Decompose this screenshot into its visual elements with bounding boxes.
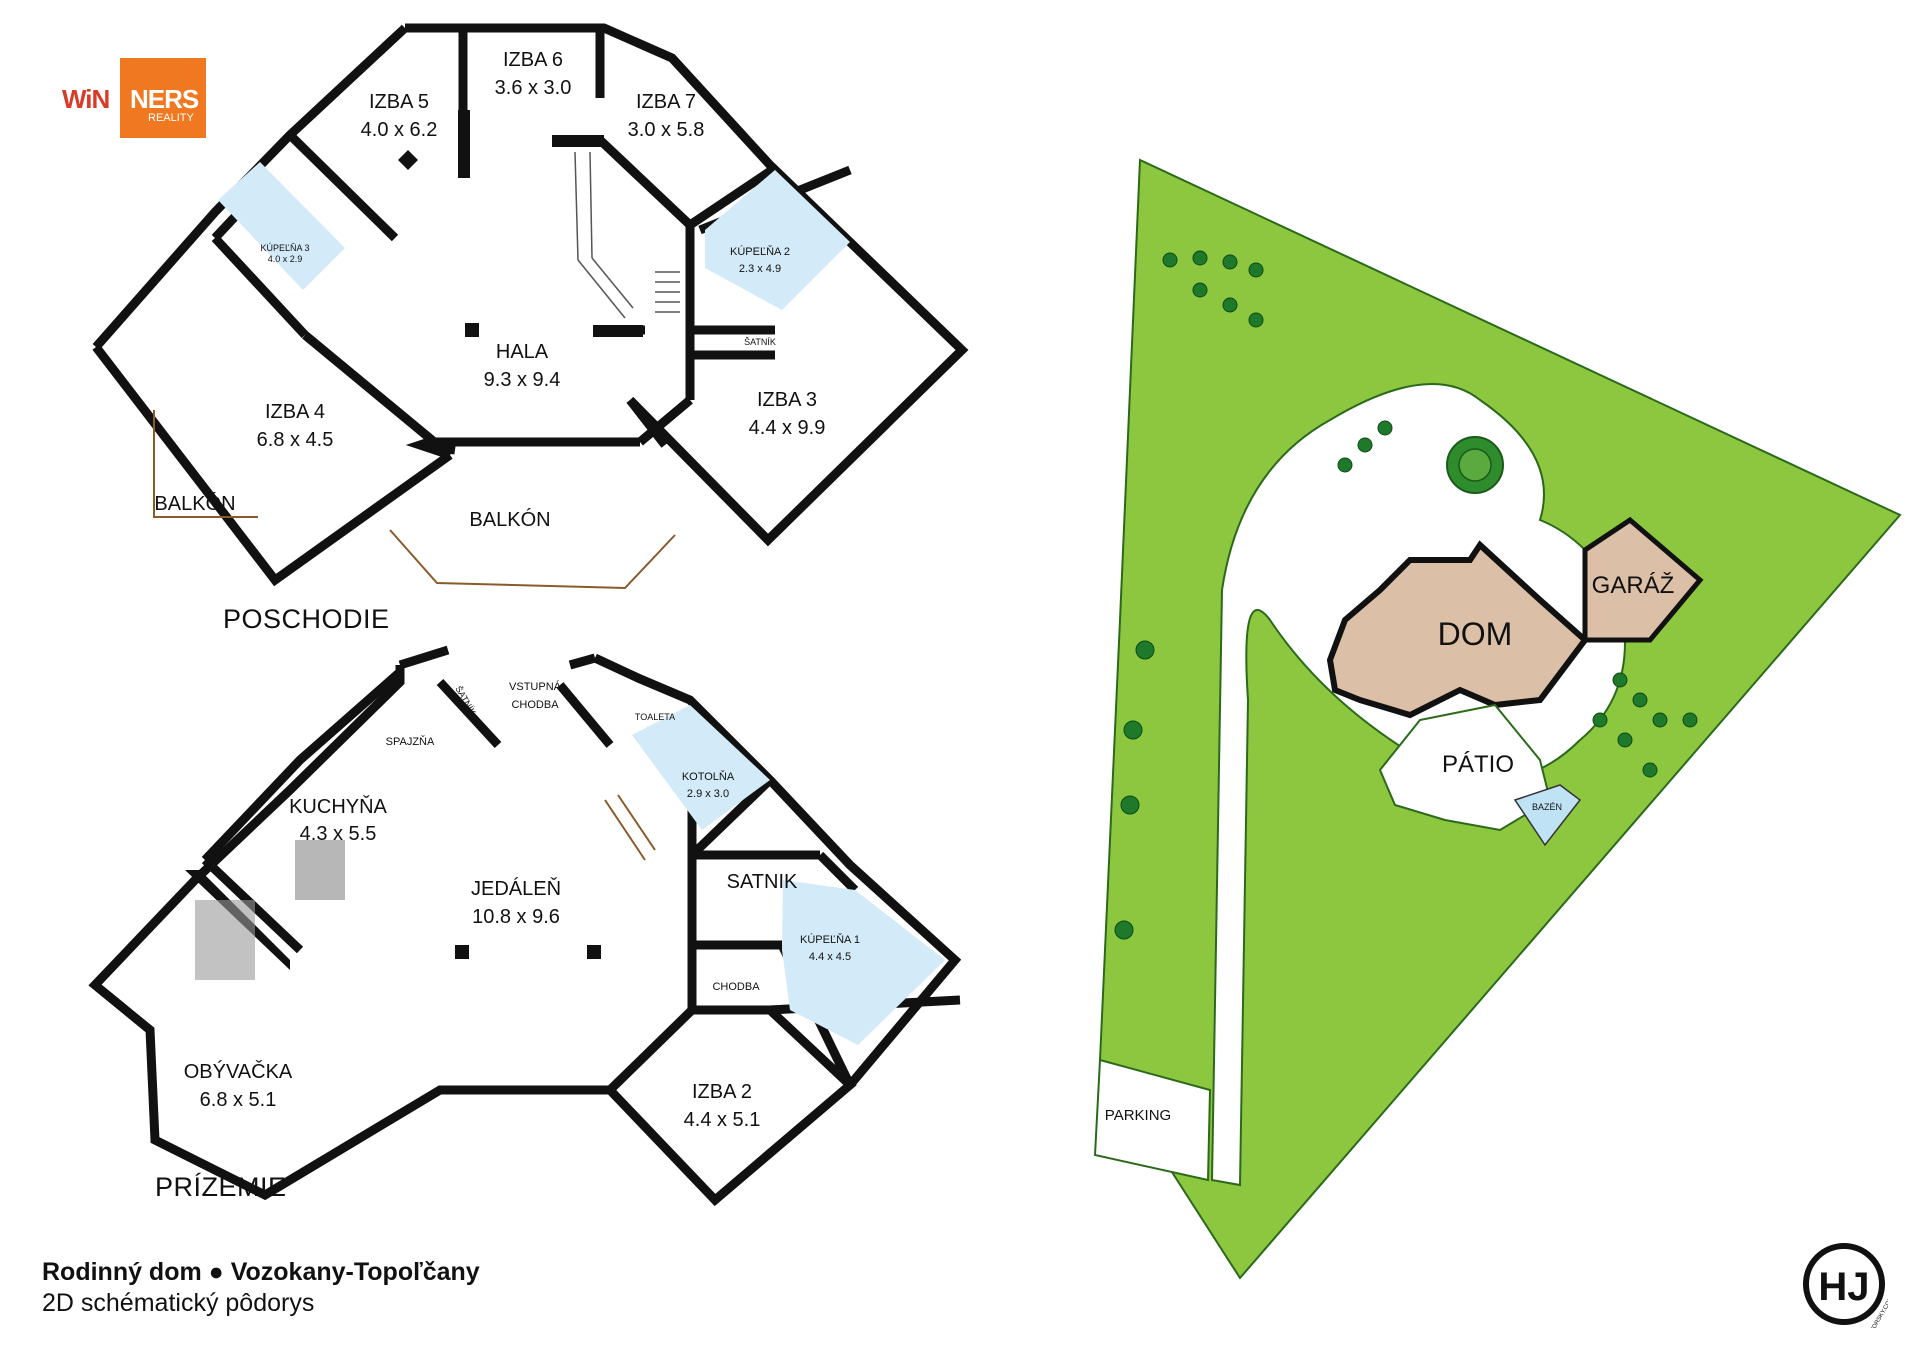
room-size: CHODBA bbox=[511, 699, 559, 711]
garage-outline bbox=[1582, 516, 1704, 643]
room-name: SPAJZŇA bbox=[386, 735, 435, 748]
room-size: 9.3 x 9.4 bbox=[484, 369, 561, 391]
room-name: VSTUPNÁ bbox=[509, 680, 562, 693]
room-name: IZBA 3 bbox=[757, 389, 817, 411]
bathroom-1-floor bbox=[782, 880, 945, 1045]
room-name: IZBA 5 bbox=[369, 91, 429, 113]
room-name: IZBA 4 bbox=[265, 401, 325, 423]
room-name: BALKÓN bbox=[154, 492, 235, 515]
room-name: KÚPEĽŇA 2 bbox=[730, 245, 790, 258]
room-size: 4.4 x 5.1 bbox=[684, 1109, 761, 1131]
ground-floor-label: PRÍZEMIE bbox=[155, 1172, 287, 1202]
pool-label: BAZÉN bbox=[1532, 802, 1562, 812]
house-label: DOM bbox=[1438, 616, 1513, 652]
footer-title: Rodinný dom ● Vozokany-Topoľčany bbox=[42, 1258, 480, 1286]
room-name: KÚPEĽŇA 1 bbox=[800, 933, 860, 946]
room-name: JEDÁLEŇ bbox=[471, 877, 561, 900]
room-size: 4.0 x 6.2 bbox=[361, 119, 438, 141]
bathroom-3-floor bbox=[218, 162, 345, 290]
logo-subtext: REALITY bbox=[148, 112, 194, 124]
patio-label: PÁTIO bbox=[1442, 751, 1514, 778]
room-name: SATNIK bbox=[727, 871, 798, 893]
room-size: 2.3 x 4.9 bbox=[739, 263, 781, 275]
room-size: 6.8 x 4.5 bbox=[257, 429, 334, 451]
logo-text-part2: NERS bbox=[130, 84, 199, 114]
footer-subtitle: 2D schématický pôdorys bbox=[42, 1289, 315, 1317]
staircase bbox=[574, 151, 680, 319]
upper-floor-plan bbox=[92, 23, 969, 590]
room-name: IZBA 2 bbox=[692, 1081, 752, 1103]
balcony-rail-left bbox=[153, 410, 258, 518]
signature-initials: HJ bbox=[1818, 1265, 1869, 1309]
room-size: 4.0 x 2.9 bbox=[268, 254, 303, 264]
logo-text-part1: WiN bbox=[62, 84, 110, 114]
room-size: 10.8 x 9.6 bbox=[472, 906, 560, 928]
parking-label: PARKING bbox=[1105, 1107, 1171, 1124]
logo-square bbox=[120, 58, 206, 138]
winners-logo: WiN NERS REALITY bbox=[62, 58, 206, 138]
room-name: KUCHYŇA bbox=[289, 795, 387, 818]
room-name: KOTOLŇA bbox=[682, 770, 735, 783]
pool bbox=[1513, 784, 1582, 847]
room-size: 4.3 x 5.5 bbox=[300, 823, 377, 845]
room-size: 4.4 x 9.9 bbox=[749, 417, 826, 439]
balcony-rail bbox=[389, 529, 676, 590]
room-name: KÚPEĽŇA 3 bbox=[260, 243, 309, 253]
room-size: 6.8 x 5.1 bbox=[200, 1089, 277, 1111]
room-size: 3.0 x 5.8 bbox=[628, 119, 705, 141]
upper-floor-label: POSCHODIE bbox=[223, 604, 390, 634]
bathroom-2-floor bbox=[705, 170, 850, 310]
room-name: ŠATNÍK bbox=[744, 337, 776, 347]
photographer-signature-logo: HJ JANHAMORSKY.COM bbox=[1803, 1243, 1888, 1328]
garage-label: GARÁŽ bbox=[1592, 572, 1675, 599]
room-name: TOALETA bbox=[635, 712, 675, 722]
room-size: 4.4 x 4.5 bbox=[809, 951, 851, 963]
parking-area bbox=[1093, 1058, 1212, 1182]
room-name: BALKÓN bbox=[469, 508, 550, 531]
room-name: HALA bbox=[496, 341, 549, 363]
ground-floor-labels: VSTUPNÁ CHODBA ŠATNÍK SPAJZŇA TOALETA KO… bbox=[155, 680, 860, 1202]
room-name: IZBA 7 bbox=[636, 91, 696, 113]
house-outline bbox=[1326, 540, 1590, 719]
staircase-ground bbox=[604, 794, 656, 861]
room-size: 3.6 x 3.0 bbox=[495, 77, 572, 99]
boiler-room-floor bbox=[632, 705, 770, 830]
site-labels: DOM GARÁŽ PÁTIO BAZÉN PARKING bbox=[1105, 572, 1675, 1124]
footer: Rodinný dom ● Vozokany-Topoľčany 2D sché… bbox=[42, 1256, 742, 1318]
site-plan bbox=[1093, 158, 1902, 1280]
room-size: 2.9 x 3.0 bbox=[687, 788, 729, 800]
room-name: OBÝVAČKA bbox=[184, 1060, 293, 1083]
trees bbox=[1114, 250, 1698, 940]
room-name: IZBA 6 bbox=[503, 49, 563, 71]
ground-floor-plan bbox=[88, 645, 962, 1207]
upper-floor-labels: IZBA 6 3.6 x 3.0 IZBA 5 4.0 x 6.2 IZBA 7… bbox=[154, 49, 825, 634]
room-name: CHODBA bbox=[712, 981, 760, 993]
